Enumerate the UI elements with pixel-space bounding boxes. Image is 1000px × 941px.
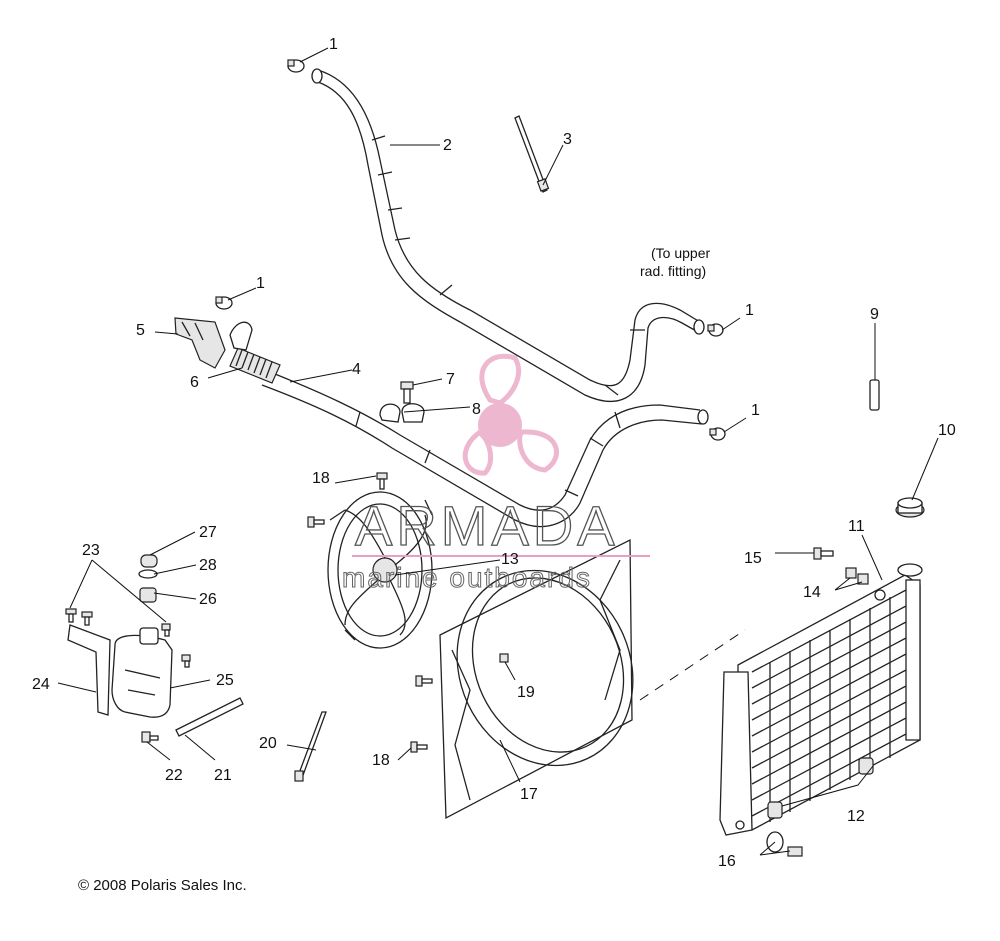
hose-clamp-top [287,59,305,73]
note-upper-fitting-line2: rad. fitting) [640,263,706,279]
bolt-23-a [65,608,77,623]
callout-12: 12 [847,808,865,825]
callout-13: 13 [501,551,519,568]
callout-1-lower-fitting: 1 [751,402,760,419]
screw-18-lower-b [415,675,433,687]
overflow-tube-21 [175,697,244,737]
callout-24: 24 [32,676,50,693]
callout-26: 26 [199,591,217,608]
callout-20: 20 [259,735,277,752]
callout-10: 10 [938,422,956,439]
callout-4: 4 [352,361,361,378]
copyright-notice: © 2008 Polaris Sales Inc. [78,877,247,894]
callout-6: 6 [190,374,199,391]
radiator-cap [895,497,925,518]
callout-22: 22 [165,767,183,784]
callout-8: 8 [472,401,481,418]
screw-18-lower [410,741,428,753]
fan-shroud [439,538,634,820]
callout-1-upper-fitting: 1 [745,302,754,319]
cable-tie [514,115,550,193]
callout-1-top: 1 [329,36,338,53]
callout-3: 3 [563,131,572,148]
nut-14 [845,567,869,585]
coolant-reservoir [111,627,173,718]
hose-clamp-upper-fitting [707,323,724,337]
callout-5: 5 [136,322,145,339]
rubber-mount-upper [858,757,874,775]
bolt-7 [400,381,414,404]
reservoir-neck [139,587,157,603]
callout-7: 7 [446,371,455,388]
upper-coolant-hose [311,68,705,403]
bolt-23-b [81,611,93,626]
callout-19: 19 [517,684,535,701]
callout-25: 25 [216,672,234,689]
callout-16: 16 [718,853,736,870]
leader-lines [57,47,939,856]
watermark-tagline: marine outboards [342,562,592,593]
callout-14: 14 [803,584,821,601]
watermark-brand: ARMADA [355,494,619,557]
callout-27: 27 [199,524,217,541]
callout-28: 28 [199,557,217,574]
cable-tie-20 [294,711,327,782]
reservoir-bracket [67,624,111,716]
screw-18-upper-b [307,516,325,528]
callout-2: 2 [443,137,452,154]
callout-17: 17 [520,786,538,803]
callout-18-upper: 18 [312,470,330,487]
reservoir-cap [140,554,158,568]
fan-assembly [327,491,433,649]
vent-fitting-22 [141,731,159,743]
callout-23: 23 [82,542,100,559]
rubber-mount-lower [767,801,783,819]
dowel-pin [869,379,880,411]
note-upper-fitting-line1: (To upper [651,245,710,261]
callout-21: 21 [214,767,232,784]
reservoir-o-ring [138,569,158,579]
bolt-23-c [161,623,171,637]
callout-15: 15 [744,550,762,567]
hose-elbow-fitting [174,317,226,369]
callout-1-elbow: 1 [256,275,265,292]
fastener-16 [787,846,803,857]
callout-11: 11 [848,518,865,535]
corrugated-hose-section [229,321,281,384]
radiator [639,563,923,836]
lower-coolant-hose [261,371,709,528]
callout-9: 9 [870,306,879,323]
bolt-23-d [181,654,191,668]
callout-18-lower: 18 [372,752,390,769]
hose-clamp-lower-fitting [709,427,726,441]
screw-18-upper [376,472,388,490]
armada-logo [462,353,559,476]
hose-clip-8 [379,403,425,423]
screw-15 [813,547,834,560]
